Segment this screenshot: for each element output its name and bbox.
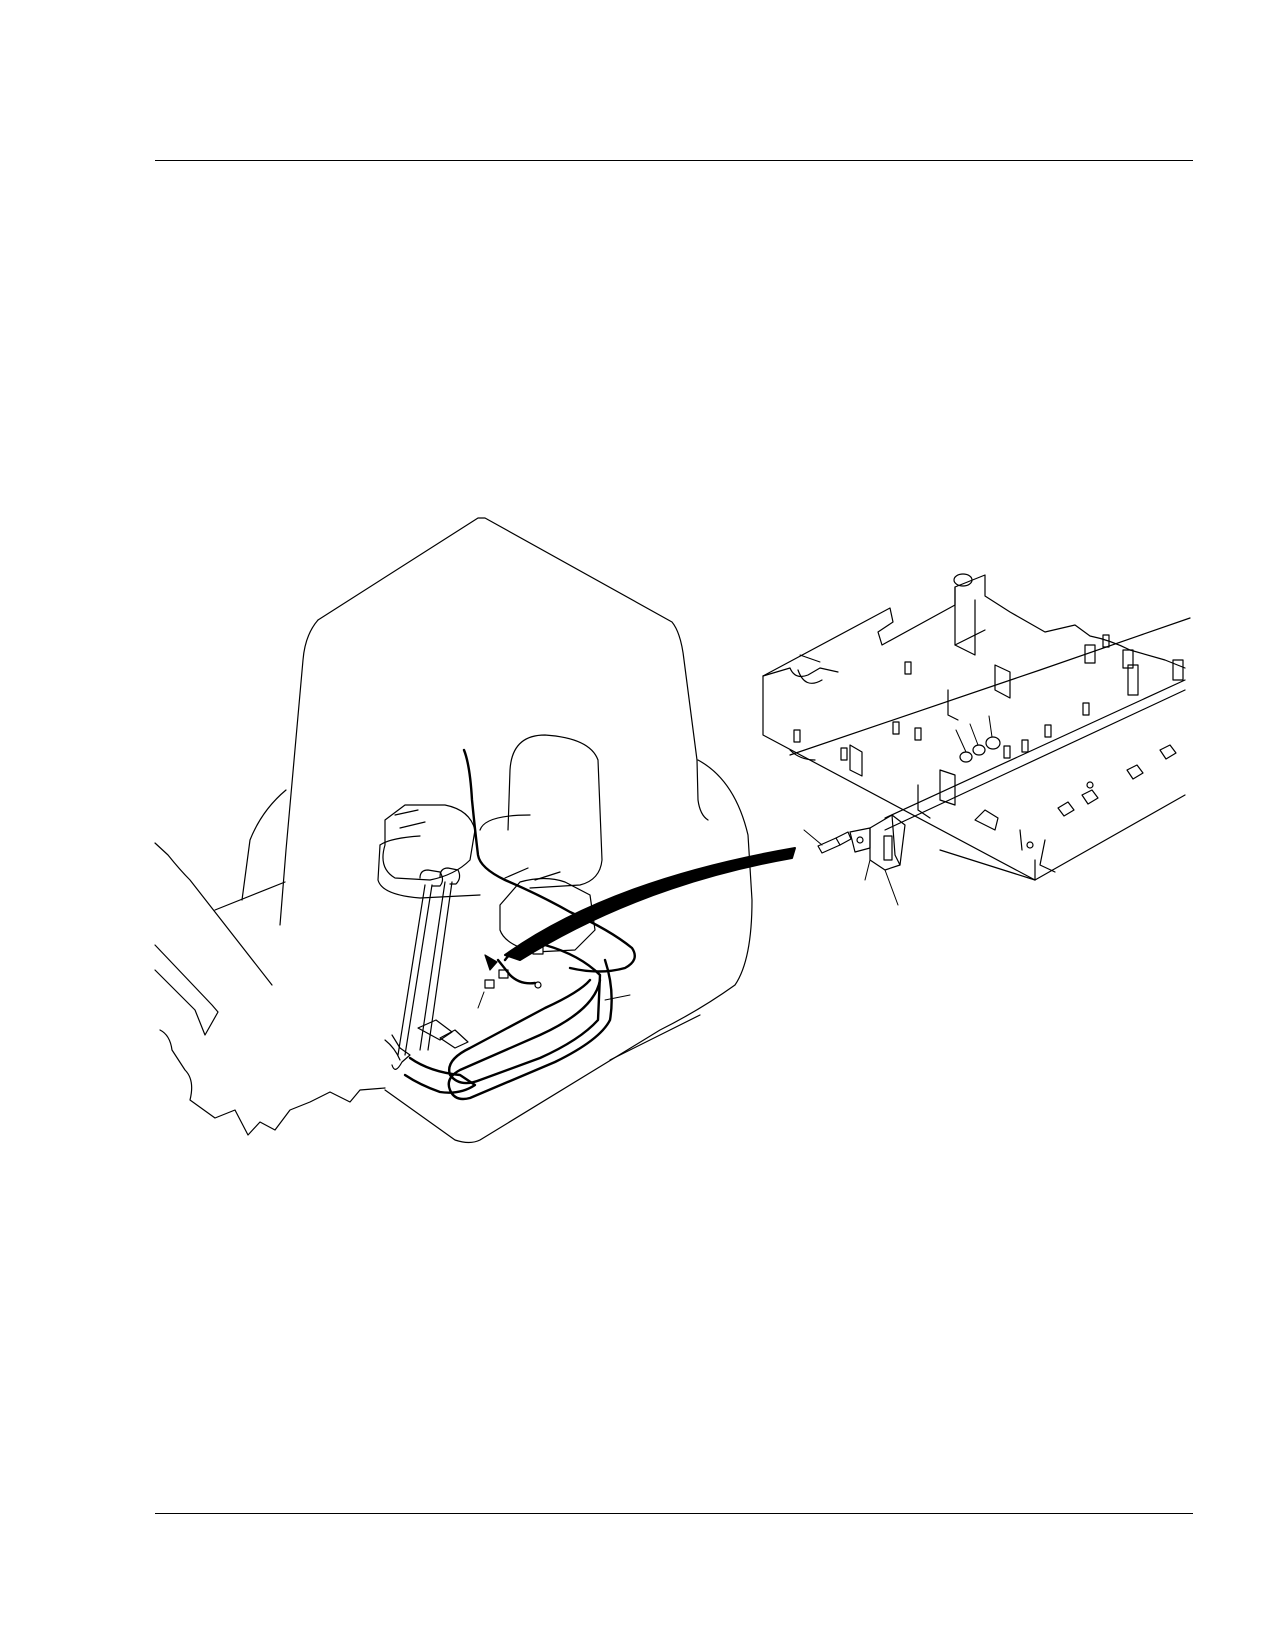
chassis-frame (763, 574, 1190, 880)
operator-seat (378, 735, 602, 898)
footer-rule (155, 1513, 1193, 1514)
control-levers (385, 868, 468, 1069)
relay-component (850, 815, 905, 870)
leader-lines (605, 860, 898, 1000)
hardware-cluster (1058, 745, 1176, 816)
header-rule (155, 160, 1193, 161)
mounting-bolt (804, 830, 851, 853)
wiring-harness-lower-loop (405, 960, 612, 1099)
right-armrest (500, 868, 595, 952)
callout-band (505, 848, 795, 960)
left-armrest (383, 805, 475, 880)
chassis-studs (794, 635, 1183, 760)
boom-linkage (155, 843, 385, 1135)
washer-stack (956, 716, 1000, 762)
machine-body-outline (242, 518, 752, 1143)
